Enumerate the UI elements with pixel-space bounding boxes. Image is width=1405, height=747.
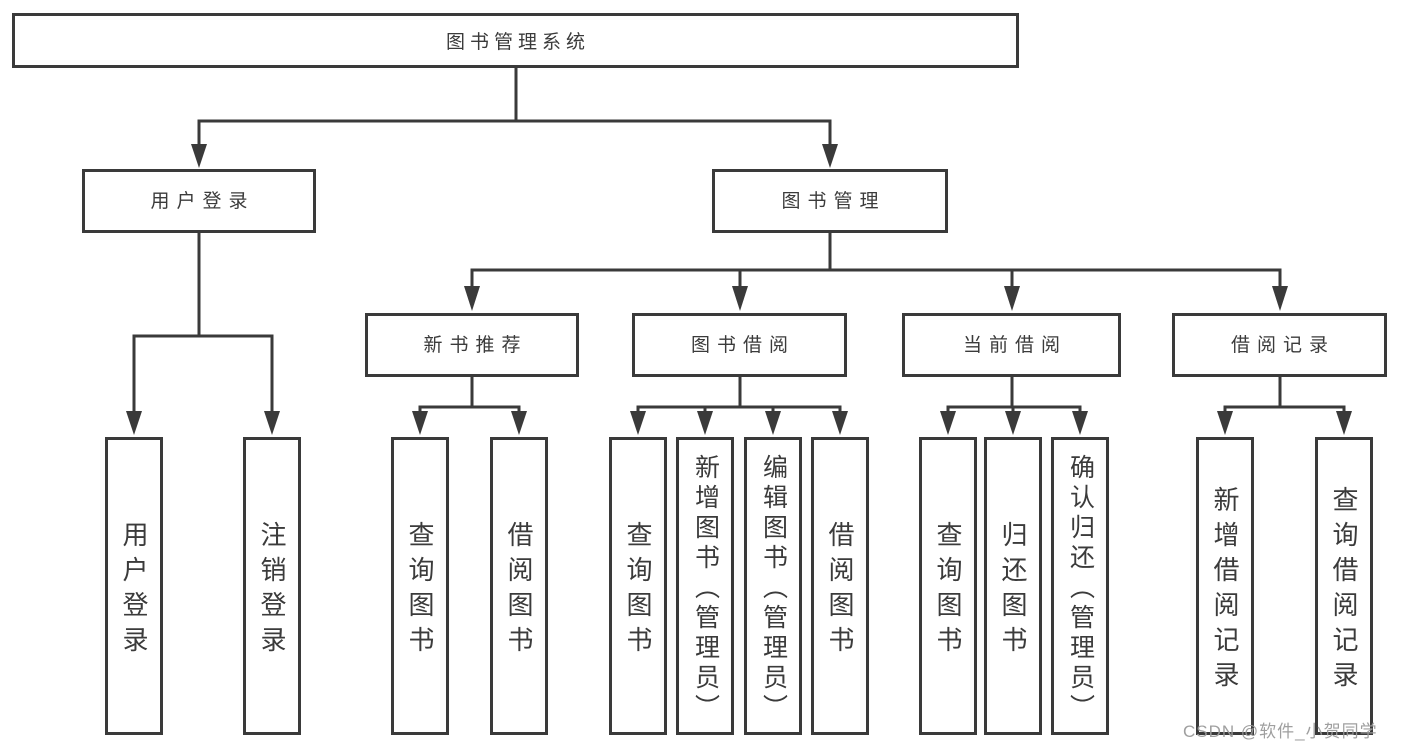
node-user-login-label: 用户登录 (150, 190, 255, 212)
node-book-management: 图书管理 (712, 169, 948, 233)
leaf-user-login: 用户登录 (105, 437, 163, 735)
leaf-add-borrow-record: 新增借阅记录 (1196, 437, 1254, 735)
node-current-borrow: 当前借阅 (902, 313, 1121, 377)
leaf-current-query-books-label: 查询图书 (933, 520, 963, 661)
node-current-borrow-label: 当前借阅 (962, 334, 1067, 356)
watermark: CSDN @软件_小贺同学 (1183, 722, 1378, 741)
node-root: 图书管理系统 (12, 13, 1019, 68)
leaf-add-books-admin: 新增图书（管理员） (676, 437, 734, 735)
leaf-return-books: 归还图书 (984, 437, 1042, 735)
leaf-current-query-books: 查询图书 (919, 437, 977, 735)
leaf-borrow-query-books-label: 查询图书 (623, 520, 653, 661)
node-borrow-records: 借阅记录 (1172, 313, 1387, 377)
node-new-book-recommend-label: 新书推荐 (423, 334, 528, 356)
node-book-borrow: 图书借阅 (632, 313, 847, 377)
node-book-borrow-label: 图书借阅 (690, 334, 795, 356)
node-new-book-recommend: 新书推荐 (365, 313, 579, 377)
node-root-label: 图书管理系统 (445, 32, 590, 53)
leaf-borrow-books-label: 借阅图书 (825, 520, 855, 661)
node-user-login: 用户登录 (82, 169, 316, 233)
leaf-query-borrow-record-label: 查询借阅记录 (1329, 485, 1359, 696)
leaf-logout-label: 注销登录 (257, 520, 287, 661)
leaf-borrow-books: 借阅图书 (811, 437, 869, 735)
node-book-management-label: 图书管理 (781, 190, 886, 212)
leaf-edit-books-admin: 编辑图书（管理员） (744, 437, 802, 735)
leaf-return-books-label: 归还图书 (998, 520, 1028, 661)
leaf-recommend-borrow-books: 借阅图书 (490, 437, 548, 735)
leaf-user-login-label: 用户登录 (119, 520, 149, 661)
leaf-logout: 注销登录 (243, 437, 301, 735)
leaf-confirm-return-admin-label: 确认归还（管理员） (1066, 453, 1095, 724)
leaf-recommend-query-books: 查询图书 (391, 437, 449, 735)
leaf-add-borrow-record-label: 新增借阅记录 (1210, 485, 1240, 696)
leaf-recommend-borrow-books-label: 借阅图书 (504, 520, 534, 661)
leaf-recommend-query-books-label: 查询图书 (405, 520, 435, 661)
node-borrow-records-label: 借阅记录 (1230, 334, 1335, 356)
leaf-add-books-admin-label: 新增图书（管理员） (691, 453, 720, 724)
leaf-confirm-return-admin: 确认归还（管理员） (1051, 437, 1109, 735)
leaf-query-borrow-record: 查询借阅记录 (1315, 437, 1373, 735)
leaf-edit-books-admin-label: 编辑图书（管理员） (759, 453, 788, 724)
leaf-borrow-query-books: 查询图书 (609, 437, 667, 735)
